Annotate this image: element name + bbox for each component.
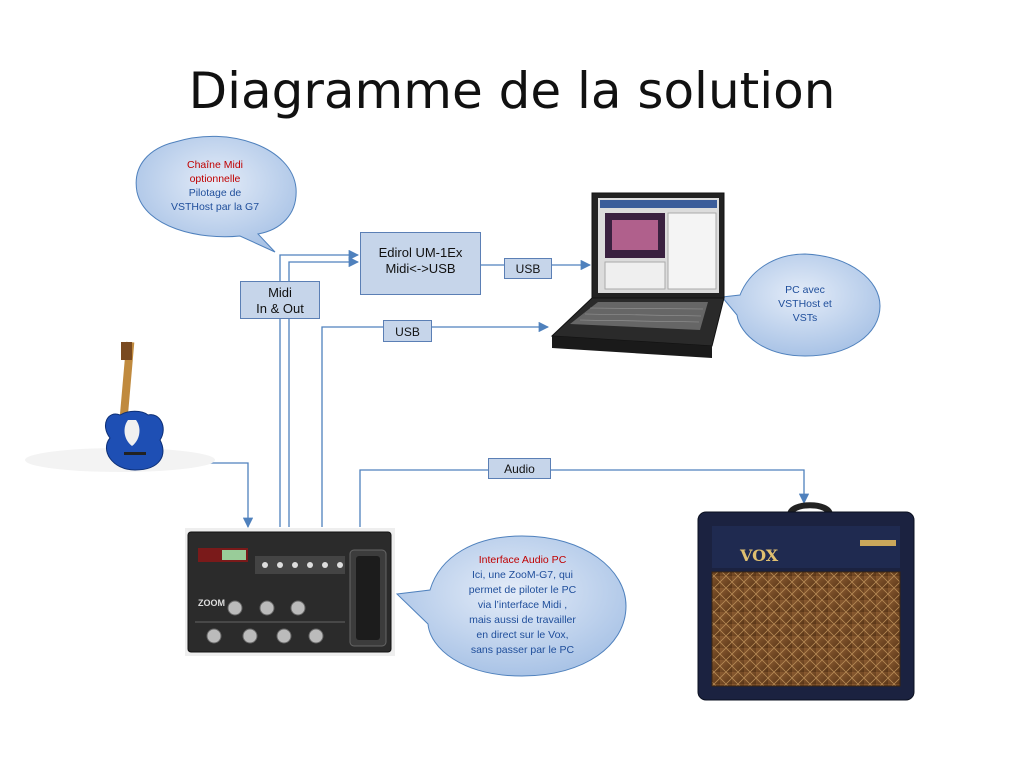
callout-pc (721, 253, 881, 357)
pedal-brand-logo: ZOOM (198, 598, 225, 608)
pc-line1: PC avec (785, 284, 825, 296)
midi-out-line (279, 249, 360, 527)
callout-interface (395, 535, 627, 677)
usb-mid-label: USB (383, 320, 432, 342)
midi-line2: In & Out (256, 301, 304, 316)
chain-line3: Pilotage de (188, 187, 242, 199)
vox-amp-image (697, 502, 915, 701)
midi-line1: Midi (268, 285, 292, 300)
callout-chain-text: Chaîne Midi optionnelle Pilotage de VSTH… (150, 158, 280, 214)
callout-interface-text: Interface Audio PC Ici, une ZooM-G7, qui… (440, 553, 605, 658)
chain-line1: Chaîne Midi (186, 159, 244, 171)
edirol-box: Edirol UM-1Ex Midi<->USB (360, 232, 481, 295)
page-title: Diagramme de la solution (188, 62, 836, 120)
edirol-line1: Edirol UM-1Ex (378, 245, 463, 260)
pc-line2: VSTHost et (778, 298, 832, 310)
usb-top-text: USB (515, 262, 541, 276)
interface-line7: sans passer par le PC (470, 644, 575, 656)
usb-pedal-to-pc-line (321, 321, 550, 527)
chain-line2: optionnelle (189, 173, 241, 185)
laptop-image (550, 192, 725, 358)
interface-line3: permet de piloter le PC (468, 584, 577, 596)
interface-line1: Interface Audio PC (478, 554, 567, 566)
guitar-to-pedal-line (150, 462, 254, 529)
interface-line6: en direct sur le Vox, (476, 629, 569, 641)
midi-in-line (288, 256, 360, 527)
audio-text: Audio (504, 462, 535, 476)
interface-line4: via l’interface Midi , (477, 599, 568, 611)
midi-box: Midi In & Out (240, 281, 320, 319)
audio-label: Audio (488, 458, 551, 479)
amp-brand-logo: VOX (740, 546, 779, 565)
callout-chain-midi (135, 135, 297, 253)
audio-pedal-to-amp-line (359, 469, 810, 527)
callout-pc-text: PC avec VSTHost et VSTs (755, 283, 855, 325)
interface-line5: mais aussi de travailler (469, 614, 576, 626)
pc-line3: VSTs (792, 312, 818, 324)
zoom-pedal-image (185, 528, 395, 656)
chain-line4: VSTHost par la G7 (170, 201, 260, 213)
interface-line2: Ici, une ZooM-G7, qui (472, 569, 573, 581)
edirol-line2: Midi<->USB (385, 261, 456, 276)
usb-top-label: USB (504, 258, 552, 279)
guitar-image (25, 341, 215, 472)
usb-mid-text: USB (395, 325, 420, 339)
